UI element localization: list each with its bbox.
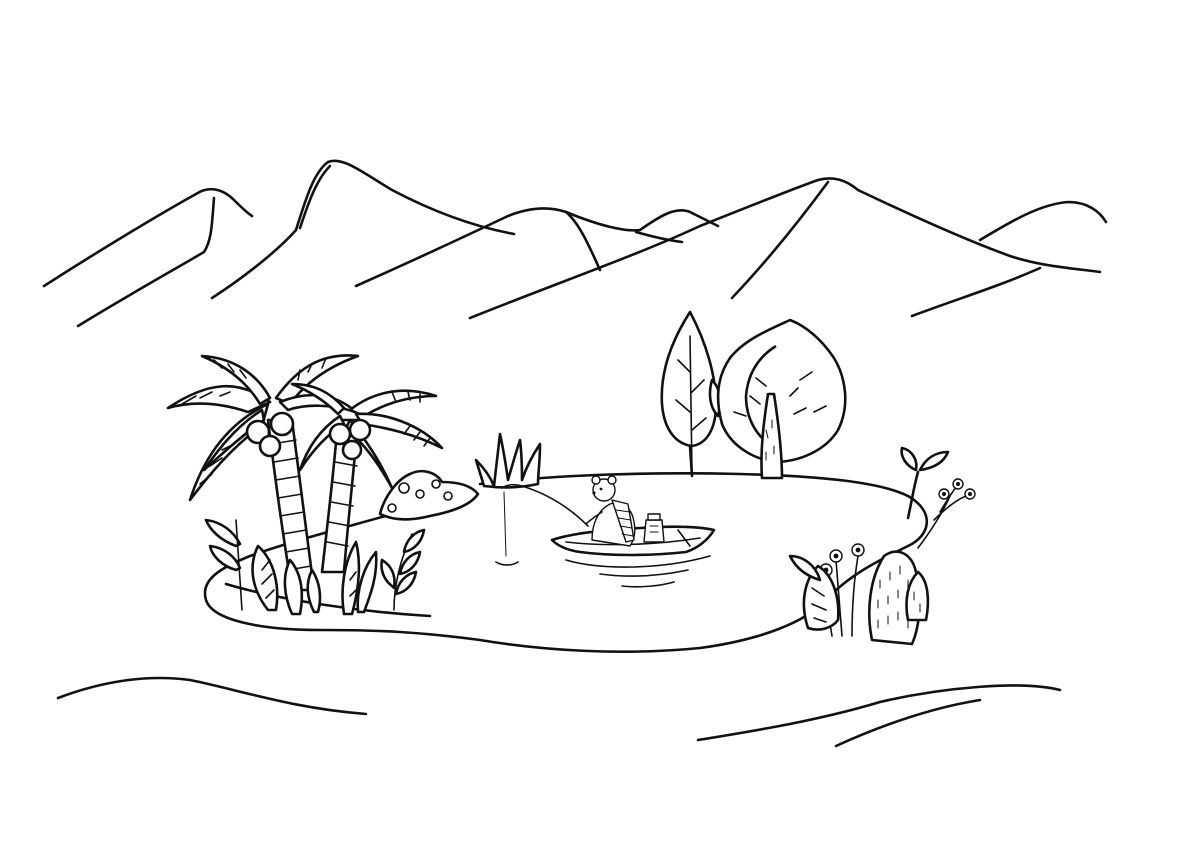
mountain-tall-right-ridge	[730, 180, 830, 300]
leaf-spike-right	[788, 554, 822, 582]
leaf-left-1	[204, 518, 242, 548]
hill-right-front	[834, 698, 982, 748]
hill-left	[56, 676, 368, 716]
palm-tree-right	[290, 382, 444, 574]
reed-clump	[474, 432, 542, 489]
tree-trunk-narrow	[688, 444, 694, 478]
fisher-head	[592, 478, 616, 502]
bush-dot	[443, 491, 453, 501]
palm-frond-right-2	[354, 412, 444, 450]
leaf-right-1	[402, 528, 426, 554]
bush-dot	[398, 482, 410, 494]
coconut	[348, 418, 372, 442]
leaf-tall-left	[283, 558, 304, 616]
tree-canopy-narrow	[660, 310, 718, 448]
palm-frond-right-3	[290, 382, 346, 416]
bobber-ripple	[495, 561, 519, 566]
sprout-leaf	[918, 450, 950, 472]
leaf-right-2	[398, 550, 422, 576]
pond-inner-shore	[224, 582, 432, 618]
pond	[203, 472, 929, 654]
leaf-tree-broad	[716, 318, 847, 480]
right-plants	[788, 446, 976, 646]
hill-right-back	[696, 684, 1062, 742]
mountain-tall-right	[468, 177, 1102, 320]
palm-frond-right-1	[348, 389, 438, 418]
coconut	[341, 439, 363, 461]
patterned-bush-small	[905, 570, 930, 622]
tree-canopy-broad	[716, 318, 847, 464]
palm-frond-left-1	[166, 384, 272, 414]
leaf-left-inner	[380, 558, 396, 590]
bush-dot	[415, 489, 425, 499]
leaf-mid-cluster	[306, 568, 322, 614]
mountain-far-right	[978, 200, 1108, 242]
mountain-far-left	[42, 187, 254, 288]
pond-shoreline	[203, 472, 929, 654]
left-foreground-plants	[204, 518, 426, 616]
bush-dot	[431, 479, 441, 489]
mountain-middle-back	[564, 209, 720, 232]
fishing-tackle	[495, 483, 589, 566]
water-ripple	[621, 581, 675, 588]
fisher-ear	[591, 475, 601, 485]
leaf-big-left	[251, 544, 279, 612]
palm-frond-left-3	[200, 354, 272, 406]
water-ripple	[599, 569, 689, 577]
mountain-far-right-ridge	[910, 266, 1042, 318]
palm-tree-left	[166, 354, 360, 592]
reeds	[474, 432, 542, 489]
sprout-stem	[906, 470, 920, 520]
water-ripple	[565, 555, 711, 568]
coconut	[269, 411, 295, 437]
jar	[643, 519, 665, 543]
fishing-line	[503, 491, 507, 557]
foreground-hills	[56, 676, 1062, 748]
leafy-bush	[802, 564, 840, 631]
mountain-middle	[354, 207, 602, 288]
leaf-spike-2	[356, 550, 378, 614]
tree-trunk-broad	[760, 392, 784, 480]
leaf-right-3	[394, 570, 418, 596]
leaf-tree-narrow	[660, 310, 722, 478]
mountain-tall-left-ridge	[298, 164, 332, 230]
mountain-far-left-ridge	[76, 196, 216, 328]
mountain-tall-left	[210, 159, 516, 300]
coconut	[258, 434, 282, 458]
mountain-range	[42, 159, 1108, 328]
bush-dot	[387, 503, 397, 513]
round-bush	[378, 469, 480, 521]
leaf-left-2	[208, 544, 242, 572]
fishing-rod	[501, 483, 589, 527]
sprout-leaf	[900, 446, 918, 472]
fisher-ear	[607, 475, 617, 485]
bush-outline	[378, 469, 480, 521]
mountain-middle-small	[634, 230, 684, 244]
boat-with-fisher	[550, 475, 716, 588]
